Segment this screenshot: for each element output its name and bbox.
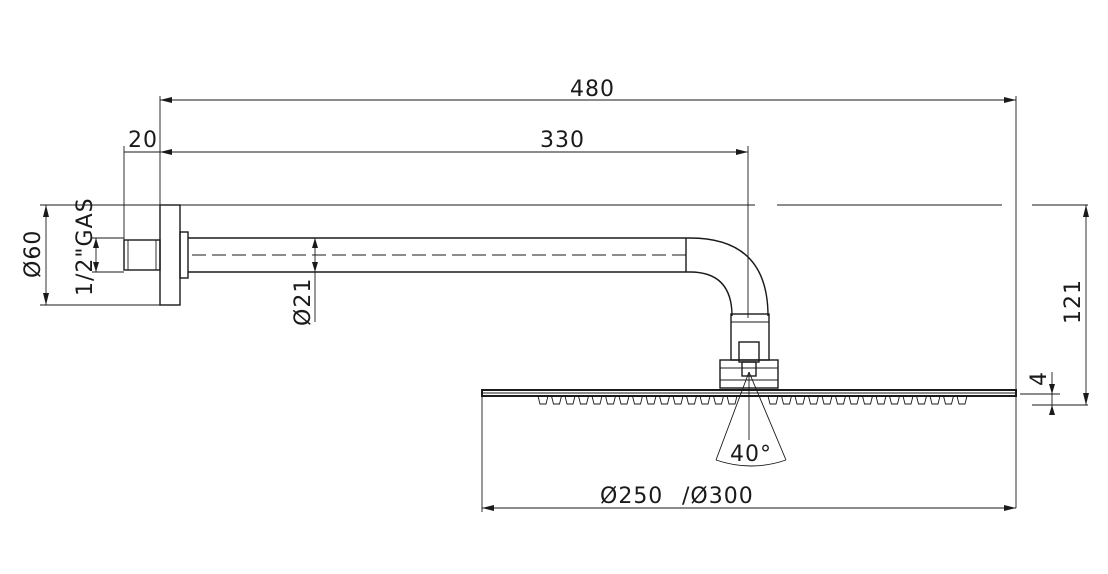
dimension-line-121: [1083, 205, 1089, 405]
label-pipe-diameter: Ø21: [291, 278, 316, 326]
nozzle: [564, 395, 576, 405]
nozzle: [794, 395, 806, 405]
nozzle: [645, 395, 657, 405]
dimension-line-330: [160, 149, 748, 155]
nozzle: [808, 395, 819, 405]
nozzle: [659, 395, 670, 405]
nozzle: [902, 395, 914, 405]
nozzle: [537, 395, 549, 405]
nozzle: [713, 395, 724, 405]
label-height: 121: [1061, 279, 1086, 324]
label-total-length: 480: [570, 77, 615, 102]
label-thread: 1/2"GAS: [73, 197, 98, 296]
nozzle: [699, 395, 711, 405]
nozzle: [835, 395, 846, 405]
label-spray-angle: 40°: [730, 442, 772, 467]
nozzle: [875, 395, 887, 405]
nozzle: [578, 395, 589, 405]
reference-lines: [40, 96, 1088, 512]
label-head-thickness: 4: [1027, 371, 1052, 386]
nozzle: [591, 395, 603, 405]
nozzle: [551, 395, 562, 405]
spray-nozzles: [537, 395, 968, 405]
nozzle: [605, 395, 616, 405]
label-head-diameter-b: /Ø300: [682, 484, 754, 509]
nozzle: [618, 395, 630, 405]
dimension-line-60: [43, 205, 49, 305]
label-arm-length: 330: [540, 128, 585, 153]
nozzle: [726, 395, 738, 405]
nozzle: [848, 395, 860, 405]
shower-arm: [188, 237, 769, 317]
label-wall-offset: 20: [128, 128, 158, 153]
nozzle: [632, 395, 643, 405]
nozzle: [956, 395, 968, 405]
dimension-line-21: [312, 238, 318, 322]
dimension-line-480: [160, 97, 1016, 103]
dimension-line-gas: [93, 238, 99, 272]
nozzle: [943, 395, 954, 405]
nozzle: [672, 395, 684, 405]
dimension-line-300: [482, 505, 1016, 511]
label-flange-diameter: Ø60: [21, 230, 46, 278]
nozzle: [767, 395, 779, 405]
nozzle: [862, 395, 873, 405]
wall-flange: [123, 204, 189, 306]
nozzle: [889, 395, 900, 405]
nozzle: [929, 395, 941, 405]
label-head-diameter-a: Ø250: [600, 484, 663, 509]
nozzle: [916, 395, 927, 405]
dimension-line-4: [1049, 372, 1055, 415]
nozzle: [821, 395, 833, 405]
spray-cone: [715, 371, 787, 467]
nozzle: [686, 395, 697, 405]
nozzle: [781, 395, 792, 405]
